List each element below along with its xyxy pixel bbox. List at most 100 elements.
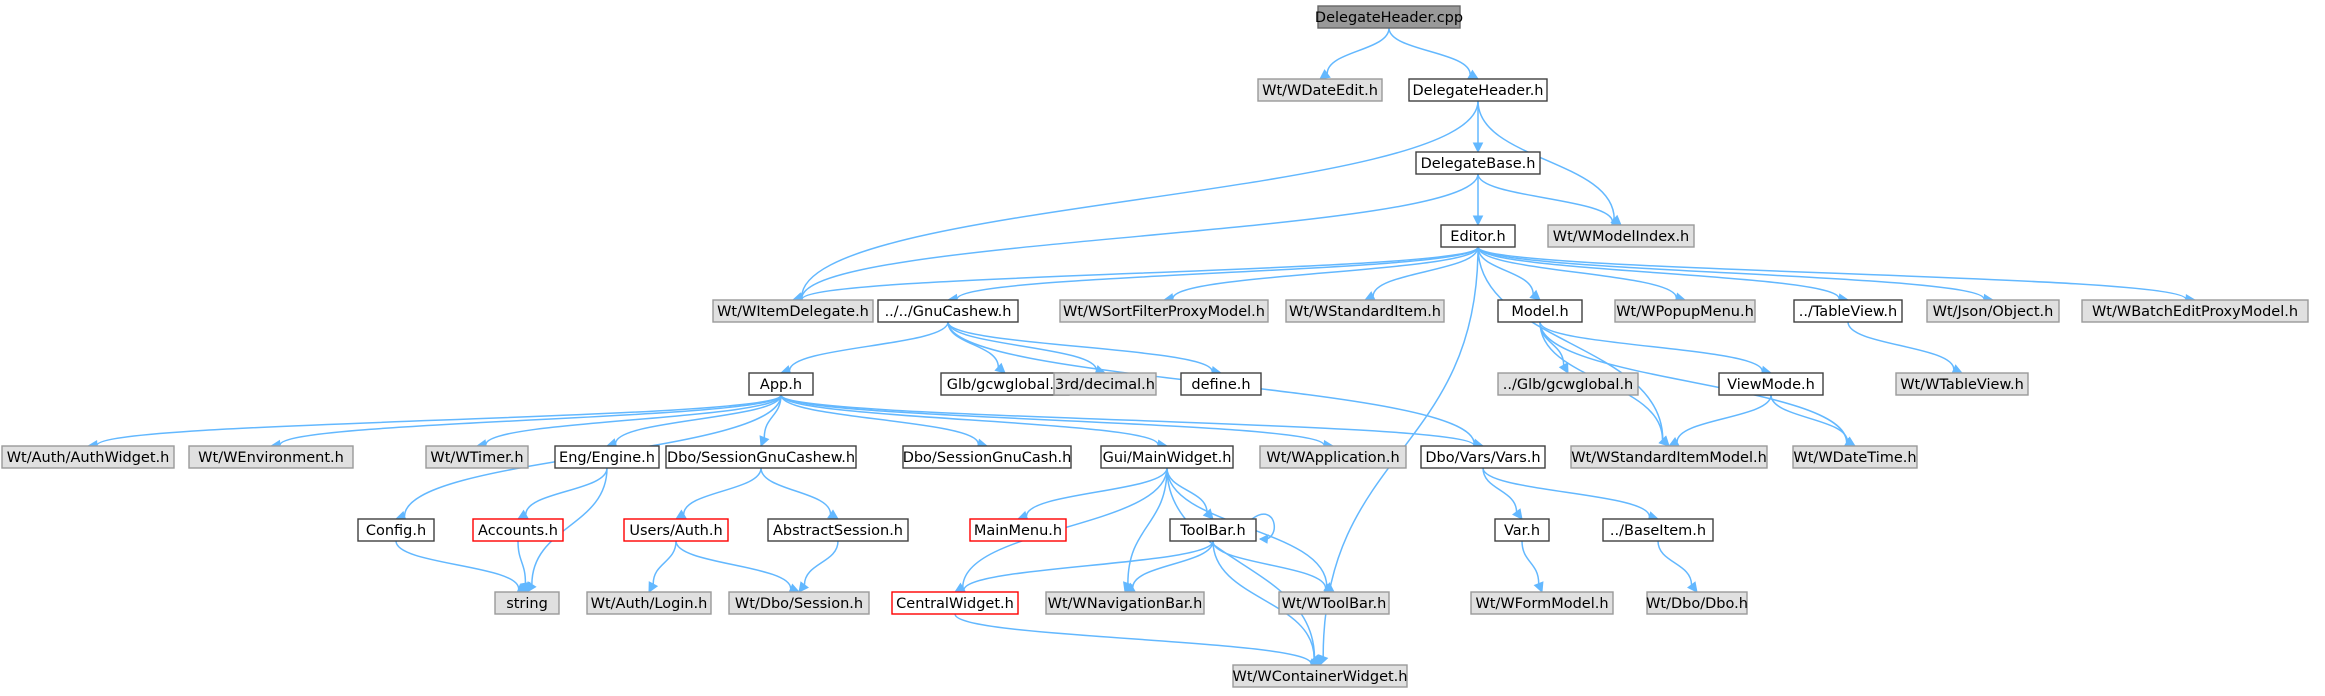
node-box [728,591,870,615]
edge-baseitem-to-dbodbo [1657,540,1698,593]
node-usersauth[interactable]: Users/Auth.h [623,518,729,542]
node-wsortfilter[interactable]: Wt/WSortFilterProxyModel.h [1059,299,1269,323]
node-glbgcw2[interactable]: ../Glb/gcwglobal.h [1497,372,1639,396]
node-box [1646,591,1748,615]
node-wdateedit[interactable]: Wt/WDateEdit.h [1257,78,1383,102]
node-model[interactable]: Model.h [1497,299,1583,323]
node-viewmode[interactable]: ViewMode.h [1718,372,1824,396]
node-glbgcw[interactable]: Glb/gcwglobal.h [940,372,1070,396]
node-wstdmodel[interactable]: Wt/WStandardItemModel.h [1570,445,1768,469]
node-label: Wt/WStandardItem.h [1289,304,1441,320]
node-label: Wt/Dbo/Dbo.h [1646,596,1748,612]
node-box [1,445,175,469]
node-label: Wt/WModelIndex.h [1553,229,1690,245]
node-sessgnucashew[interactable]: Dbo/SessionGnuCashew.h [665,445,857,469]
node-label: AbstractSession.h [773,523,903,539]
node-label: Wt/WSortFilterProxyModel.h [1063,304,1265,320]
node-accounts[interactable]: Accounts.h [472,518,564,542]
node-box [1895,372,2029,396]
node-wbatchedit[interactable]: Wt/WBatchEditProxyModel.h [2081,299,2309,323]
edge-editor-to-witemdelegate [791,246,1479,305]
node-dbodbo[interactable]: Wt/Dbo/Dbo.h [1646,591,1748,615]
node-label: ../Glb/gcwglobal.h [1503,377,1634,393]
node-box [665,445,857,469]
node-engine[interactable]: Eng/Engine.h [554,445,660,469]
node-label: Wt/WFormModel.h [1475,596,1608,612]
node-jsonobject[interactable]: Wt/Json/Object.h [1926,299,2060,323]
node-baseitem[interactable]: ../BaseItem.h [1602,518,1714,542]
node-gnucashew[interactable]: ../../GnuCashew.h [877,299,1019,323]
edge-editor-to-gnucashew [946,246,1479,305]
edge-dh-to-witemdelegate [791,100,1479,303]
node-box [1045,591,1205,615]
node-box [902,445,1072,469]
edge-root-to-dh [1388,27,1479,80]
edge-editor-to-wstdmodel [1477,246,1670,447]
node-define[interactable]: define.h [1180,372,1262,396]
node-witemdelegate[interactable]: Wt/WItemDelegate.h [712,299,874,323]
node-mainmenu[interactable]: MainMenu.h [969,518,1067,542]
node-label: DelegateHeader.h [1413,83,1544,99]
node-box [1285,299,1445,323]
node-wtoolbar[interactable]: Wt/WToolBar.h [1278,591,1390,615]
node-wnavbar[interactable]: Wt/WNavigationBar.h [1045,591,1205,615]
node-label: Wt/WToolBar.h [1282,596,1387,612]
node-box [1059,299,1269,323]
node-box [188,445,354,469]
node-tableview[interactable]: ../TableView.h [1793,299,1903,323]
node-wdatetime[interactable]: Wt/WDateTime.h [1792,445,1918,469]
node-dbosession[interactable]: Wt/Dbo/Session.h [728,591,870,615]
edge-mainwidget-to-mainmenu [1016,467,1168,521]
node-box [1602,518,1714,542]
edge-usersauth-to-dbosession [675,540,801,594]
node-editor[interactable]: Editor.h [1440,224,1516,248]
node-label: Config.h [366,523,426,539]
node-wenv[interactable]: Wt/WEnvironment.h [188,445,354,469]
node-label: Wt/WTableView.h [1900,377,2024,393]
node-vars[interactable]: Dbo/Vars/Vars.h [1420,445,1546,469]
node-toolbar[interactable]: ToolBar.h [1169,518,1257,542]
node-config[interactable]: Config.h [357,518,435,542]
node-wmodelindex[interactable]: Wt/WModelIndex.h [1547,224,1695,248]
node-wtimer[interactable]: Wt/WTimer.h [425,445,529,469]
node-label: Accounts.h [478,523,558,539]
node-box [969,518,1067,542]
node-wapplication[interactable]: Wt/WApplication.h [1259,445,1407,469]
edge-toolbar-to-toolbar [1251,513,1275,544]
edge-vars-to-baseitem [1482,467,1660,522]
edge-usersauth-to-authlogin [648,540,677,593]
node-box [1408,78,1548,102]
node-dh[interactable]: DelegateHeader.h [1408,78,1548,102]
node-string[interactable]: string [494,591,560,615]
node-abstractsession[interactable]: AbstractSession.h [767,518,909,542]
node-mainwidget[interactable]: Gui/MainWidget.h [1100,445,1234,469]
edge-root-to-wdateedit [1319,27,1390,80]
node-label: Wt/WDateTime.h [1793,450,1916,466]
node-wformmodel[interactable]: Wt/WFormModel.h [1470,591,1614,615]
node-label: ToolBar.h [1179,523,1245,539]
edge-config-to-string [395,540,529,594]
node-wpopupmenu[interactable]: Wt/WPopupMenu.h [1614,299,1756,323]
node-authlogin[interactable]: Wt/Auth/Login.h [586,591,712,615]
node-box [767,518,909,542]
node-db[interactable]: DelegateBase.h [1415,151,1541,175]
node-box [1497,299,1583,323]
node-wtableview[interactable]: Wt/WTableView.h [1895,372,2029,396]
node-box [891,591,1019,615]
node-centralwidget[interactable]: CentralWidget.h [891,591,1019,615]
node-label: Wt/WContainerWidget.h [1233,669,1408,685]
node-box [1317,5,1461,29]
node-label: Wt/WDateEdit.h [1262,83,1378,99]
node-label: Editor.h [1450,229,1505,245]
node-sessgnucash[interactable]: Dbo/SessionGnuCash.h [902,445,1072,469]
node-label: Eng/Engine.h [559,450,655,466]
node-app[interactable]: App.h [748,372,814,396]
node-wstandarditem[interactable]: Wt/WStandardItem.h [1285,299,1445,323]
node-authwidget[interactable]: Wt/Auth/AuthWidget.h [1,445,175,469]
node-wcontainer[interactable]: Wt/WContainerWidget.h [1232,664,1408,688]
node-decimal[interactable]: 3rd/decimal.h [1053,372,1157,396]
node-label: MainMenu.h [974,523,1062,539]
node-label: Wt/WApplication.h [1266,450,1399,466]
edge-var-to-wformmodel [1521,540,1544,594]
node-var[interactable]: Var.h [1494,518,1550,542]
